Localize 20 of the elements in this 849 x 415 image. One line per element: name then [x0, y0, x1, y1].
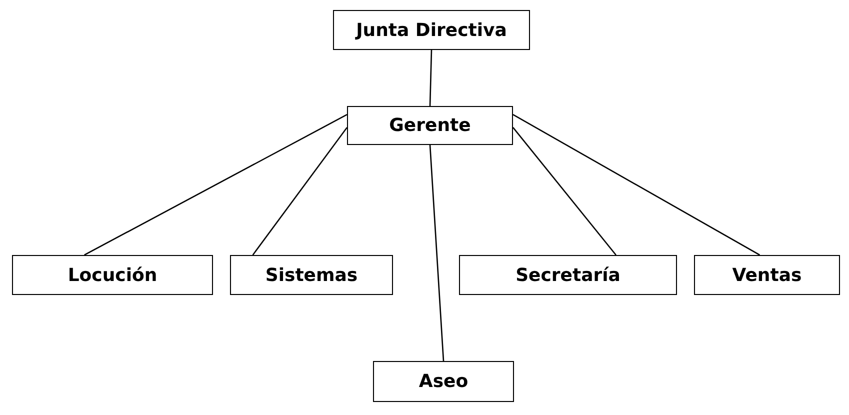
connector-line — [252, 127, 348, 256]
role-label: Secretaría — [516, 264, 620, 286]
connector-line — [84, 114, 348, 256]
connector-line — [512, 114, 760, 256]
role-label: Aseo — [418, 371, 468, 392]
org-box — [459, 255, 677, 295]
connector-line — [429, 50, 432, 106]
role-label: Gerente — [389, 115, 471, 136]
org-box — [694, 255, 840, 295]
connector-line — [512, 127, 616, 256]
org-box — [230, 255, 393, 295]
role-label: Sistemas — [265, 264, 358, 286]
org-box — [373, 361, 514, 402]
org-box — [347, 106, 513, 145]
role-label: Locución — [68, 264, 158, 286]
role-label: Junta Directiva — [356, 20, 507, 40]
org-box — [333, 10, 530, 50]
role-label: Ventas — [732, 264, 802, 286]
connector-line — [429, 144, 444, 362]
org-box — [12, 255, 213, 295]
